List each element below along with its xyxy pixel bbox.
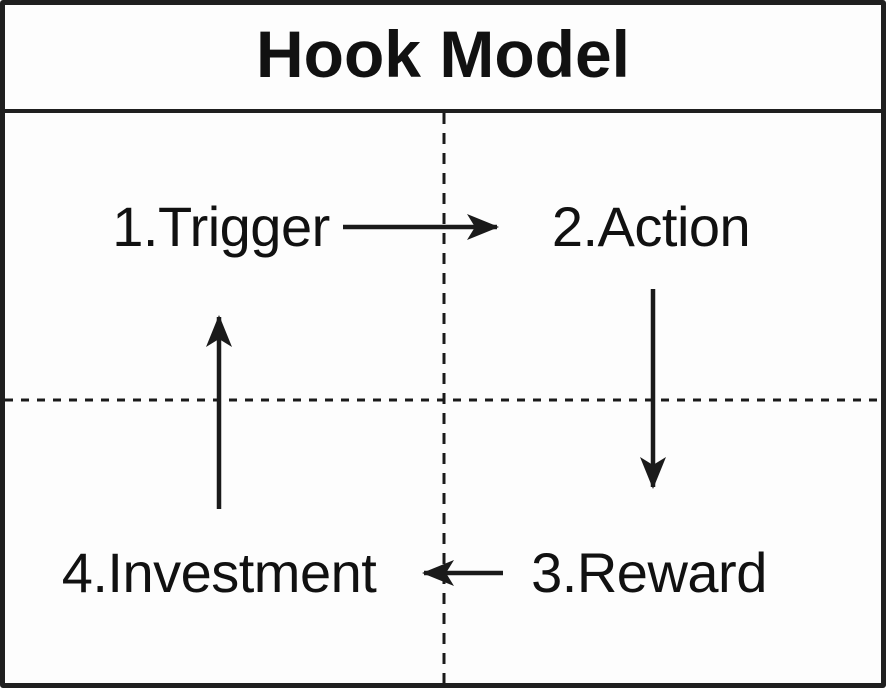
node-action: 2.Action [551, 195, 751, 258]
node-trigger: 1.Trigger [112, 195, 330, 258]
node-reward: 3.Reward [531, 541, 767, 604]
diagram-canvas: 1.Trigger 2.Action 4.Investment 3.Reward [5, 5, 881, 683]
diagram-header: Hook Model [5, 5, 881, 113]
diagram-title: Hook Model [256, 17, 630, 91]
node-investment: 4.Investment [61, 541, 377, 604]
diagram-lines [5, 113, 881, 683]
